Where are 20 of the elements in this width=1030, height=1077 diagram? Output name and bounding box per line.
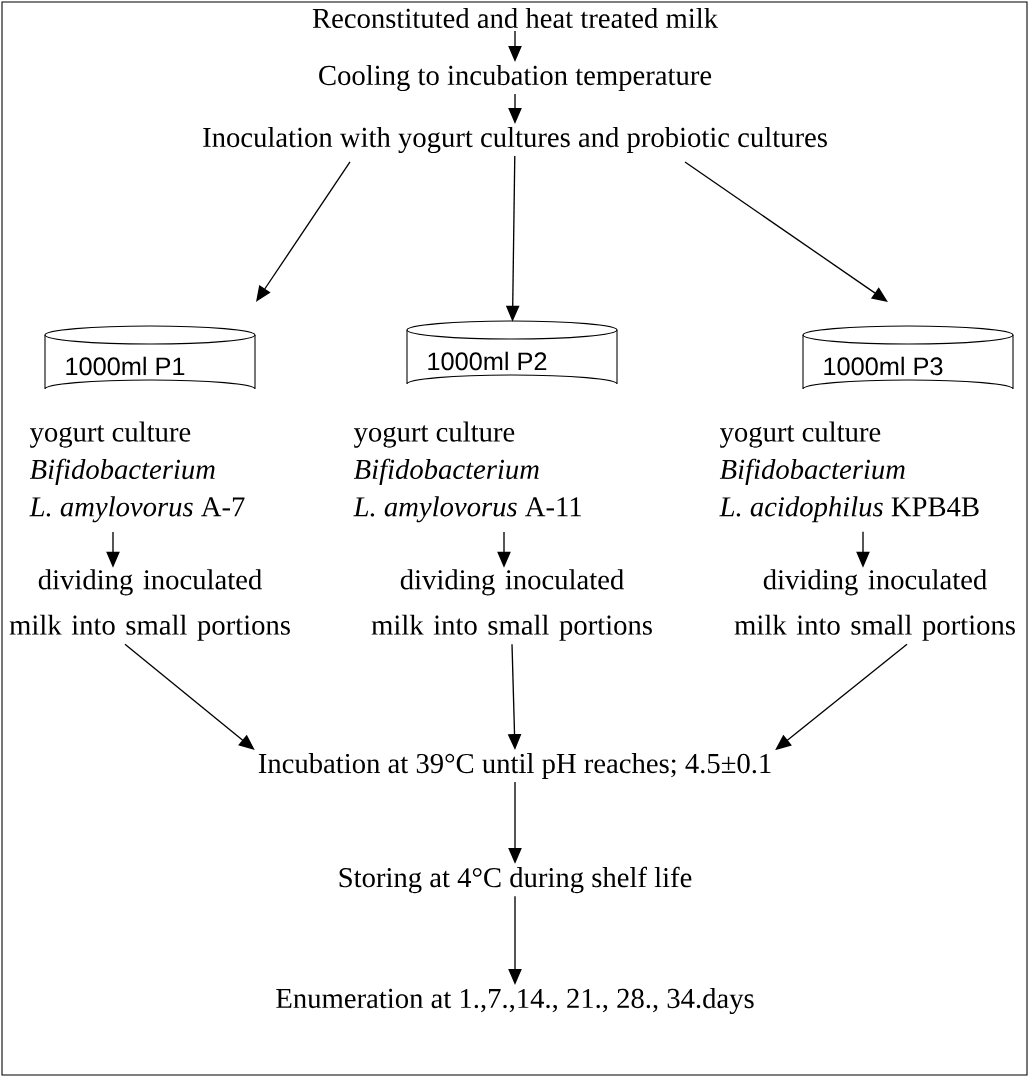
step-text: Inoculation with yogurt cultures and probiotic cultures [203, 126, 827, 154]
step-text: Storing at 4°C during shelf life [339, 866, 692, 894]
arrow [684, 161, 888, 302]
culture-list: yogurt culture Bifidobacterium L. acidophilus KPB4B [719, 421, 979, 523]
arrow [256, 161, 351, 302]
node-label: 1000ml P2 [428, 351, 547, 371]
step-text: dividing inoculated milk into small portions [9, 569, 290, 641]
node-label: 1000ml P1 [66, 356, 185, 376]
node-label: 1000ml P3 [824, 356, 943, 376]
step-text: Reconstituted and heat treated milk [312, 7, 719, 29]
step-text: Incubation at 39°C until pH reaches; 4.5±0.1 [258, 753, 771, 779]
culture-list: yogurt culture Bifidobacterium L. amylovorus A-7 [29, 421, 245, 523]
container-cylinder: 1000ml P2 [406, 320, 618, 385]
container-cylinder: 1000ml P3 [802, 325, 1014, 390]
step-text: Enumeration at 1.,7.,14., 21., 28., 34.days [276, 987, 754, 1015]
step-text: dividing inoculated milk into small portions [734, 569, 1015, 641]
culture-list: yogurt culture Bifidobacterium L. amylovorus A-11 [353, 421, 581, 523]
step-text: Cooling to incubation temperature [319, 64, 712, 92]
container-cylinder: 1000ml P1 [44, 325, 256, 390]
step-text: dividing inoculated milk into small portions [371, 569, 652, 641]
